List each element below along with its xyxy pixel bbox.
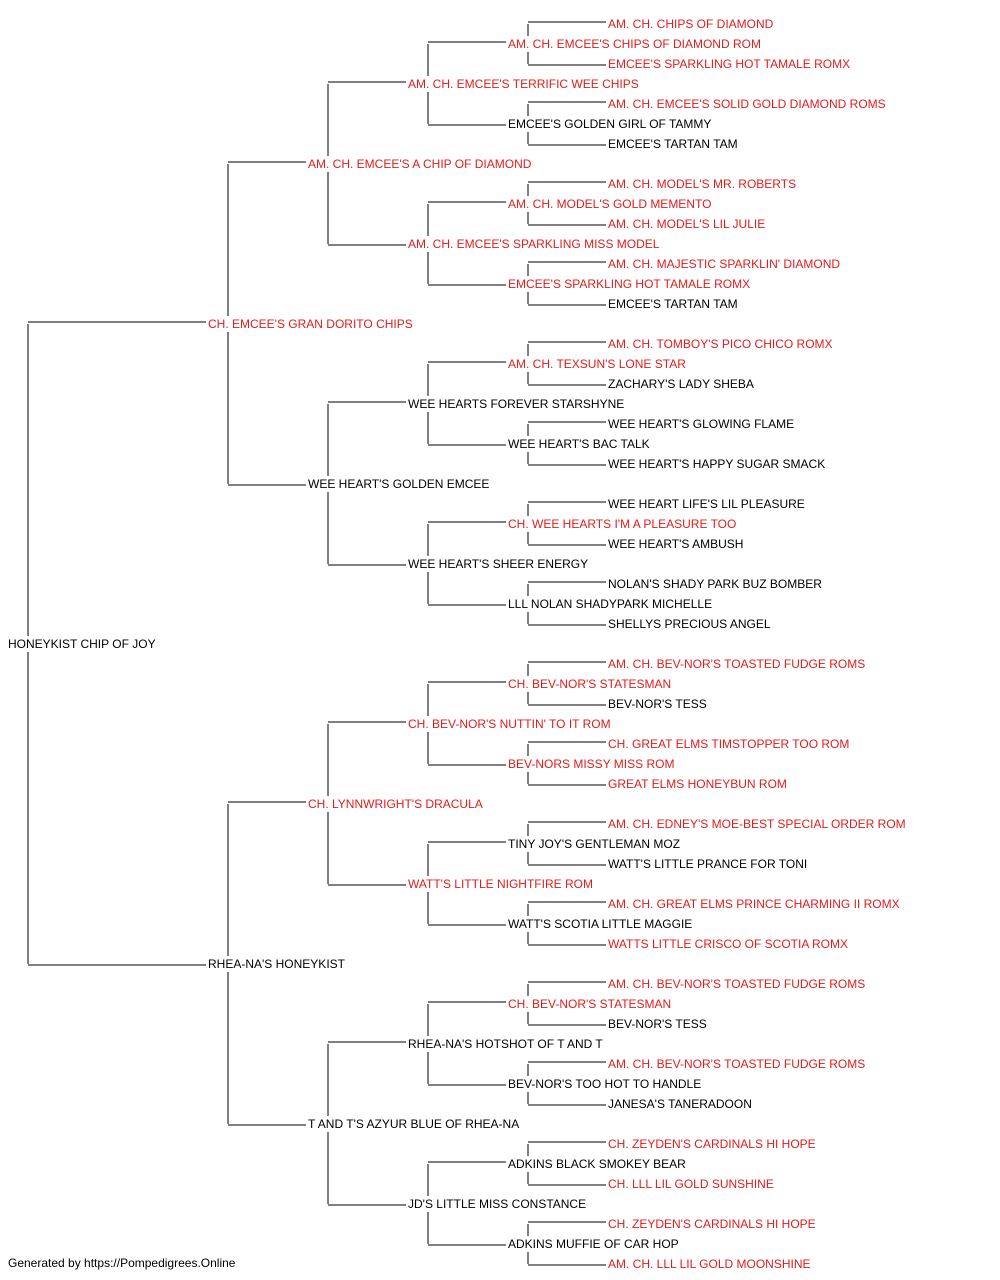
dog-name-pedigree.dam.dam.sire.sire: CH. BEV-NOR'S STATESMAN (508, 997, 671, 1011)
dog-name-pedigree.dam.dam: T AND T'S AZYUR BLUE OF RHEA-NA (308, 1117, 519, 1131)
dog-name-pedigree.dam.dam.sire.sire.dam: BEV-NOR'S TESS (608, 1017, 707, 1031)
dog-name-pedigree.dam: RHEA-NA'S HONEYKIST (208, 957, 346, 971)
dog-name-pedigree.sire.dam.sire.sire: AM. CH. TEXSUN'S LONE STAR (508, 357, 686, 371)
dog-name-pedigree.sire.sire.dam.sire.sire: AM. CH. MODEL'S MR. ROBERTS (608, 177, 796, 191)
dog-name-pedigree.sire.dam: WEE HEART'S GOLDEN EMCEE (308, 477, 489, 491)
dog-name-pedigree.sire.sire.sire.dam: EMCEE'S GOLDEN GIRL OF TAMMY (508, 117, 711, 131)
dog-name-pedigree.dam.sire.dam: WATT'S LITTLE NIGHTFIRE ROM (408, 877, 593, 891)
dog-name-pedigree.dam.sire.dam.dam.sire: AM. CH. GREAT ELMS PRINCE CHARMING II RO… (608, 897, 900, 911)
dog-name-pedigree.dam.dam.dam.dam.sire: CH. ZEYDEN'S CARDINALS HI HOPE (608, 1217, 816, 1231)
dog-name-pedigree: HONEYKIST CHIP OF JOY (8, 637, 156, 651)
dog-name-pedigree.sire.sire: AM. CH. EMCEE'S A CHIP OF DIAMOND (308, 157, 532, 171)
dog-name-pedigree.sire.sire.dam: AM. CH. EMCEE'S SPARKLING MISS MODEL (408, 237, 660, 251)
dog-name-pedigree.dam.dam.dam.sire.dam: CH. LLL LIL GOLD SUNSHINE (608, 1177, 774, 1191)
dog-name-pedigree.dam.dam.dam.sire: ADKINS BLACK SMOKEY BEAR (508, 1157, 686, 1171)
dog-name-pedigree.sire.sire.sire.dam.sire: AM. CH. EMCEE'S SOLID GOLD DIAMOND ROMS (608, 97, 886, 111)
dog-name-pedigree.dam.dam.dam.dam: ADKINS MUFFIE OF CAR HOP (508, 1237, 679, 1251)
dog-name-pedigree.sire.sire.dam.dam.sire: AM. CH. MAJESTIC SPARKLIN' DIAMOND (608, 257, 840, 271)
dog-name-pedigree.sire.dam.sire.dam.sire: WEE HEART'S GLOWING FLAME (608, 417, 794, 431)
dog-name-pedigree.sire.sire.sire.sire: AM. CH. EMCEE'S CHIPS OF DIAMOND ROM (508, 37, 761, 51)
dog-name-pedigree.sire.sire.sire.sire.dam: EMCEE'S SPARKLING HOT TAMALE ROMX (608, 57, 850, 71)
dog-name-pedigree.dam.sire: CH. LYNNWRIGHT'S DRACULA (308, 797, 483, 811)
dog-name-pedigree.dam.dam.dam.dam.dam: AM. CH. LLL LIL GOLD MOONSHINE (608, 1257, 811, 1271)
dog-name-pedigree.sire.dam.dam.sire.dam: WEE HEART'S AMBUSH (608, 537, 743, 551)
dog-name-pedigree.sire.sire.dam.sire: AM. CH. MODEL'S GOLD MEMENTO (508, 197, 711, 211)
dog-name-pedigree.dam.sire.sire.dam.sire: CH. GREAT ELMS TIMSTOPPER TOO ROM (608, 737, 849, 751)
dog-name-pedigree.sire.dam.sire.sire.dam: ZACHARY'S LADY SHEBA (608, 377, 754, 391)
dog-name-pedigree.sire.sire.dam.sire.dam: AM. CH. MODEL'S LIL JULIE (608, 217, 765, 231)
dog-name-pedigree.dam.dam.sire.dam.sire: AM. CH. BEV-NOR'S TOASTED FUDGE ROMS (608, 1057, 865, 1071)
dog-name-pedigree.sire.sire.dam.dam.dam: EMCEE'S TARTAN TAM (608, 297, 738, 311)
dog-name-pedigree.sire.dam.sire.sire.sire: AM. CH. TOMBOY'S PICO CHICO ROMX (608, 337, 833, 351)
dog-name-pedigree.sire.dam.dam.sire.sire: WEE HEART LIFE'S LIL PLEASURE (608, 497, 805, 511)
generated-by-footer: Generated by https://Pompedigrees.Online (8, 1256, 236, 1270)
dog-name-pedigree.dam.dam.sire.sire.sire: AM. CH. BEV-NOR'S TOASTED FUDGE ROMS (608, 977, 865, 991)
dog-name-pedigree.dam.sire.sire.sire.dam: BEV-NOR'S TESS (608, 697, 707, 711)
dog-name-pedigree.dam.sire.dam.dam: WATT'S SCOTIA LITTLE MAGGIE (508, 917, 692, 931)
dog-name-pedigree.sire.dam.sire.dam.dam: WEE HEART'S HAPPY SUGAR SMACK (608, 457, 825, 471)
dog-name-pedigree.sire.dam.sire: WEE HEARTS FOREVER STARSHYNE (408, 397, 624, 411)
dog-name-pedigree.sire.dam.dam.dam: LLL NOLAN SHADYPARK MICHELLE (508, 597, 712, 611)
dog-name-pedigree.sire.dam.sire.dam: WEE HEART'S BAC TALK (508, 437, 650, 451)
dog-name-pedigree.sire.sire.sire: AM. CH. EMCEE'S TERRIFIC WEE CHIPS (408, 77, 639, 91)
dog-name-pedigree.sire.sire.dam.dam: EMCEE'S SPARKLING HOT TAMALE ROMX (508, 277, 750, 291)
dog-name-pedigree.dam.sire.sire.sire: CH. BEV-NOR'S STATESMAN (508, 677, 671, 691)
dog-name-pedigree.dam.dam.dam.sire.sire: CH. ZEYDEN'S CARDINALS HI HOPE (608, 1137, 816, 1151)
dog-name-pedigree.dam.sire.sire: CH. BEV-NOR'S NUTTIN' TO IT ROM (408, 717, 611, 731)
dog-name-pedigree.dam.dam.dam: JD'S LITTLE MISS CONSTANCE (408, 1197, 586, 1211)
dog-name-pedigree.sire.dam.dam.sire: CH. WEE HEARTS I'M A PLEASURE TOO (508, 517, 736, 531)
dog-name-pedigree.sire.dam.dam.dam.sire: NOLAN'S SHADY PARK BUZ BOMBER (608, 577, 822, 591)
dog-name-pedigree.sire.dam.dam: WEE HEART'S SHEER ENERGY (408, 557, 588, 571)
dog-name-pedigree.sire.sire.sire.dam.dam: EMCEE'S TARTAN TAM (608, 137, 738, 151)
dog-name-pedigree.dam.dam.sire.dam: BEV-NOR'S TOO HOT TO HANDLE (508, 1077, 701, 1091)
dog-name-pedigree.dam.sire.sire.dam: BEV-NORS MISSY MISS ROM (508, 757, 674, 771)
dog-name-pedigree.dam.dam.sire.dam.dam: JANESA'S TANERADOON (608, 1097, 752, 1111)
dog-name-pedigree.sire.dam.dam.dam.dam: SHELLYS PRECIOUS ANGEL (608, 617, 771, 631)
dog-name-pedigree.dam.dam.sire: RHEA-NA'S HOTSHOT OF T AND T (408, 1037, 603, 1051)
dog-name-pedigree.sire: CH. EMCEE'S GRAN DORITO CHIPS (208, 317, 413, 331)
dog-name-pedigree.sire.sire.sire.sire.sire: AM. CH. CHIPS OF DIAMOND (608, 17, 774, 31)
dog-name-pedigree.dam.sire.sire.sire.sire: AM. CH. BEV-NOR'S TOASTED FUDGE ROMS (608, 657, 865, 671)
dog-name-pedigree.dam.sire.dam.sire.sire: AM. CH. EDNEY'S MOE-BEST SPECIAL ORDER R… (608, 817, 906, 831)
dog-name-pedigree.dam.sire.dam.sire: TINY JOY'S GENTLEMAN MOZ (508, 837, 680, 851)
dog-name-pedigree.dam.sire.sire.dam.dam: GREAT ELMS HONEYBUN ROM (608, 777, 787, 791)
dog-name-pedigree.dam.sire.dam.sire.dam: WATT'S LITTLE PRANCE FOR TONI (608, 857, 807, 871)
dog-name-pedigree.dam.sire.dam.dam.dam: WATTS LITTLE CRISCO OF SCOTIA ROMX (608, 937, 848, 951)
